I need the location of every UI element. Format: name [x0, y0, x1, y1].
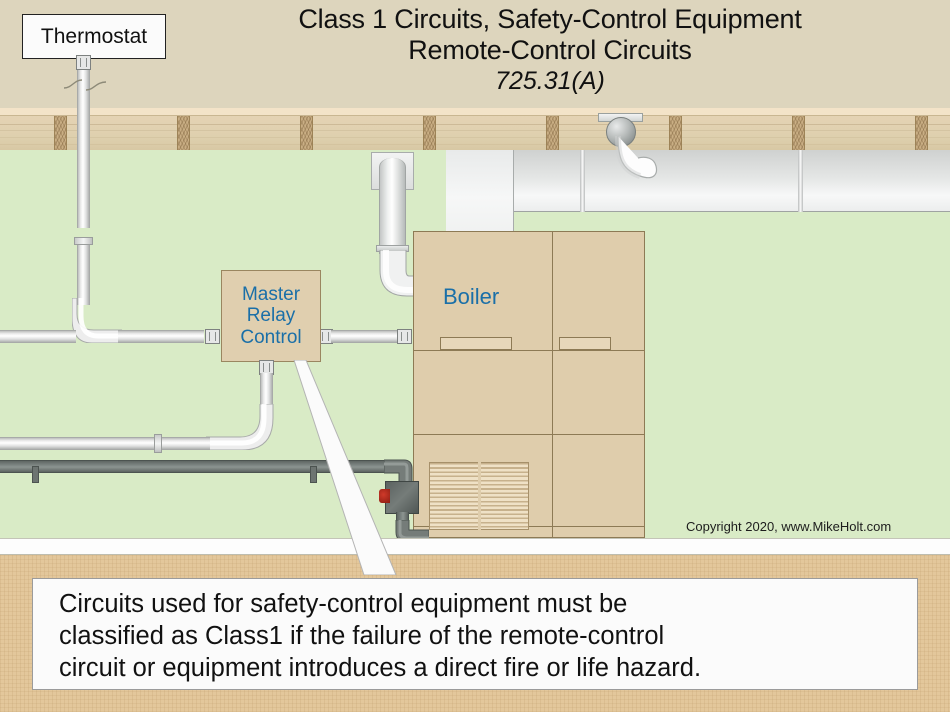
- conduit-strap: [310, 466, 317, 483]
- wood-grain-line: [0, 124, 950, 125]
- floor-conduit-elbow-boiler: [393, 519, 430, 544]
- conduit-strap: [32, 466, 39, 483]
- wood-grain-line: [0, 137, 950, 138]
- ceiling-joist: [177, 116, 190, 150]
- caption-line-2: classified as Class1 if the failure of t…: [59, 622, 665, 651]
- ceiling-joist: [792, 116, 805, 150]
- duct-seam: [798, 150, 803, 212]
- conduit-coupling: [74, 237, 93, 245]
- conduit-coupling: [154, 434, 162, 453]
- master-relay-label-line-2: Relay: [246, 305, 296, 327]
- title-line-1: Class 1 Circuits, Safety-Control Equipme…: [298, 4, 802, 34]
- thermostat-label: Thermostat: [22, 14, 166, 59]
- boiler-handle[interactable]: [440, 337, 512, 350]
- louver-divider: [478, 462, 481, 530]
- boiler-unit: Boiler: [413, 231, 645, 539]
- hvac-duct-main: [512, 150, 950, 212]
- conduit-connector-fitting: [397, 329, 412, 344]
- conduit-floor-run-white: [0, 437, 210, 450]
- copyright-notice: Copyright 2020, www.MikeHolt.com: [686, 519, 892, 534]
- caption-line-3: circuit or equipment introduces a direct…: [59, 654, 702, 683]
- floor-conduit-run: [0, 460, 392, 473]
- ceiling-joist: [423, 116, 436, 150]
- flex-duct-icon: [612, 135, 670, 192]
- master-relay-label-line-1: Master: [241, 283, 301, 305]
- ceiling-joist: [54, 116, 67, 150]
- title-code-reference: 725.31(A): [495, 67, 605, 95]
- baseboard: [0, 538, 950, 555]
- master-relay-label-line-3: Control: [240, 326, 302, 348]
- ceiling-joist: [546, 116, 559, 150]
- caption-box: Circuits used for safety-control equipme…: [32, 578, 918, 690]
- conduit-connector-fitting: [76, 55, 91, 70]
- ceiling-joists: [0, 108, 950, 151]
- callout-pointer: [270, 359, 420, 576]
- wood-grain-line: [0, 144, 950, 145]
- ceiling-top-strip: [0, 108, 950, 116]
- master-relay-control-box[interactable]: Master Relay Control: [221, 270, 321, 362]
- title-line-2: Remote-Control Circuits: [408, 34, 692, 65]
- thermostat-label-text: Thermostat: [40, 24, 148, 48]
- boiler-handle[interactable]: [559, 337, 611, 350]
- boiler-panel-divider: [414, 526, 644, 527]
- boiler-panel-divider: [552, 232, 553, 539]
- duct-seam: [580, 150, 585, 212]
- hvac-duct-plenum: [446, 150, 514, 245]
- ceiling-joist: [669, 116, 682, 150]
- wood-grain-line: [0, 130, 950, 131]
- boiler-panel-divider: [414, 434, 644, 435]
- conduit-relay-to-boiler: [331, 330, 398, 343]
- page-title: Class 1 Circuits, Safety-Control Equipme…: [200, 4, 900, 95]
- ceiling-joist: [915, 116, 928, 150]
- thermostat-conduit-drop: [77, 245, 90, 305]
- conduit-break-symbol: [62, 68, 108, 102]
- conduit-to-relay-left: [118, 330, 204, 343]
- conduit-elbow-bend: [71, 297, 123, 344]
- caption-line-1: Circuits used for safety-control equipme…: [59, 590, 628, 618]
- conduit-relay-drop: [260, 373, 273, 411]
- conduit-elbow-bend-lower: [205, 403, 274, 451]
- conduit-connector-fitting: [205, 329, 220, 344]
- boiler-label: Boiler: [443, 284, 500, 309]
- ceiling-joist: [300, 116, 313, 150]
- conduit-stub-left: [0, 330, 76, 343]
- junction-box-connector: [379, 489, 390, 503]
- thermostat-conduit-lower: [77, 103, 90, 228]
- boiler-panel-divider: [414, 350, 644, 351]
- vent-pipe-vertical: [379, 158, 406, 254]
